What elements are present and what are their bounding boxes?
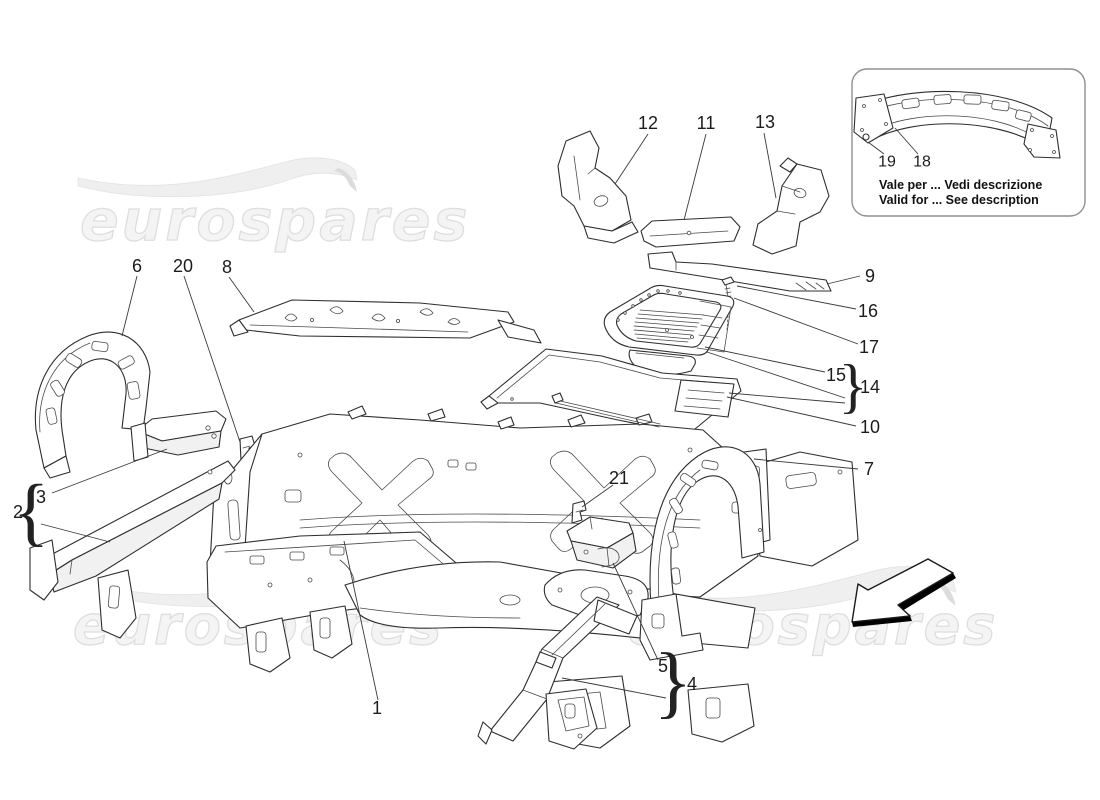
- part-drawing-6-wheelhouse-left: [34, 331, 151, 479]
- inset-note-line2: Valid for ... See description: [879, 193, 1039, 207]
- bolt-19: [862, 133, 870, 141]
- part-label-17: 17: [859, 337, 879, 357]
- part-drawing-2-rail-lower: [29, 460, 236, 639]
- part-drawing-10-floor-strip: [480, 348, 742, 435]
- part-labels: 1 2 3 4 5 6 7 8 9 10 11 12 13 14 15 16 1…: [13, 112, 880, 718]
- part-drawing-5-bracket: [566, 516, 637, 569]
- watermark-top-left: eurospares: [77, 157, 470, 255]
- watermark-text: eurospares: [80, 188, 470, 254]
- part-label-5: 5: [658, 656, 668, 676]
- part-drawing-11-panel: [640, 216, 741, 248]
- part-label-11: 11: [697, 113, 716, 133]
- part-drawing-12-bracket: [557, 130, 639, 244]
- part-label-14: 14: [860, 377, 880, 397]
- part-drawing-3-rail-upper: [130, 410, 227, 462]
- part-label-21: 21: [609, 468, 629, 488]
- part-label-7: 7: [864, 459, 874, 479]
- direction-arrow-icon: [851, 558, 956, 627]
- part-label-2: 2: [13, 502, 23, 522]
- part-drawing-4-rail: [477, 596, 638, 750]
- part-label-13: 13: [755, 112, 775, 132]
- part-label-18: 18: [913, 154, 931, 171]
- part-label-8: 8: [222, 257, 232, 277]
- group-brace-4: }: [654, 638, 692, 726]
- part-drawing-15-tray: [603, 284, 735, 376]
- part-label-12: 12: [638, 113, 658, 133]
- leader-lines: [40, 132, 861, 701]
- part-label-1: 1: [372, 698, 382, 718]
- part-label-4: 4: [687, 674, 697, 694]
- part-label-16: 16: [858, 301, 878, 321]
- part-label-6: 6: [132, 256, 142, 276]
- part-drawing-18-bumper-beam: [853, 90, 1061, 159]
- part-drawing-13-bracket: [752, 157, 830, 255]
- group-brace-14: }: [839, 353, 868, 419]
- part-drawing-7-wheelhouse-right: [639, 446, 771, 661]
- part-label-19: 19: [878, 154, 896, 171]
- inset-note-line1: Vale per ... Vedi descrizione: [879, 178, 1042, 192]
- part-label-20: 20: [173, 256, 193, 276]
- inset-box: 19 18 Vale per ... Vedi descrizione Vali…: [851, 68, 1086, 217]
- part-drawing-9-strip: [647, 251, 832, 292]
- part-label-10: 10: [860, 417, 880, 437]
- part-drawing-8-shelf-panel: [229, 299, 542, 344]
- part-label-9: 9: [865, 266, 875, 286]
- part-label-3: 3: [36, 487, 46, 507]
- part-label-15: 15: [826, 365, 846, 385]
- group-brace-2: {: [13, 470, 49, 554]
